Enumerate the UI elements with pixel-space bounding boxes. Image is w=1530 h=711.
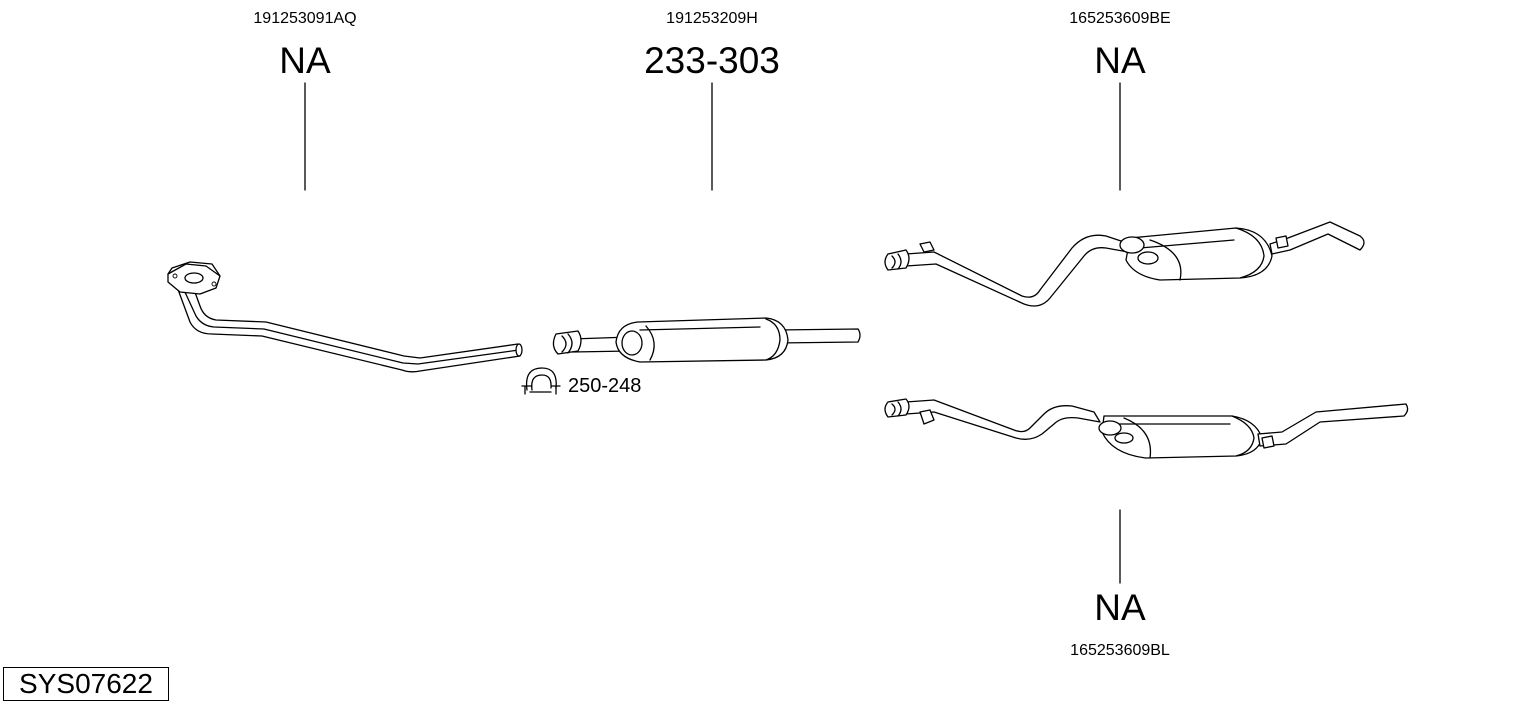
part-front-pipe[interactable]: 191253091AQ NA (167, 10, 523, 373)
system-id-box: SYS07622 (3, 667, 169, 701)
part-number-center-silencer: 233-303 (644, 40, 780, 81)
part-rear-silencer-be[interactable]: 165253609BE NA (884, 10, 1365, 307)
part-number-front-pipe: NA (279, 40, 331, 81)
oem-number-rear-silencer-bl: 165253609BL (1070, 642, 1170, 659)
clamp[interactable]: 250-248 (521, 367, 641, 397)
part-number-rear-silencer-be: NA (1094, 40, 1146, 81)
part-number-rear-silencer-bl: NA (1094, 587, 1146, 628)
oem-number-front-pipe: 191253091AQ (253, 10, 356, 27)
clamp-icon (521, 367, 561, 395)
part-center-silencer[interactable]: 191253209H 233-303 (552, 10, 861, 363)
clamp-part-number: 250-248 (568, 375, 641, 397)
rear-silencer-bl-drawing (884, 398, 1409, 459)
part-rear-silencer-bl[interactable]: NA 165253609BL (884, 398, 1409, 659)
rear-silencer-be-drawing (884, 221, 1365, 307)
oem-number-center-silencer: 191253209H (666, 10, 758, 27)
system-id: SYS07622 (19, 668, 153, 699)
center-silencer-drawing (552, 317, 861, 363)
oem-number-rear-silencer-be: 165253609BE (1069, 10, 1170, 27)
front-pipe-drawing (167, 261, 523, 373)
